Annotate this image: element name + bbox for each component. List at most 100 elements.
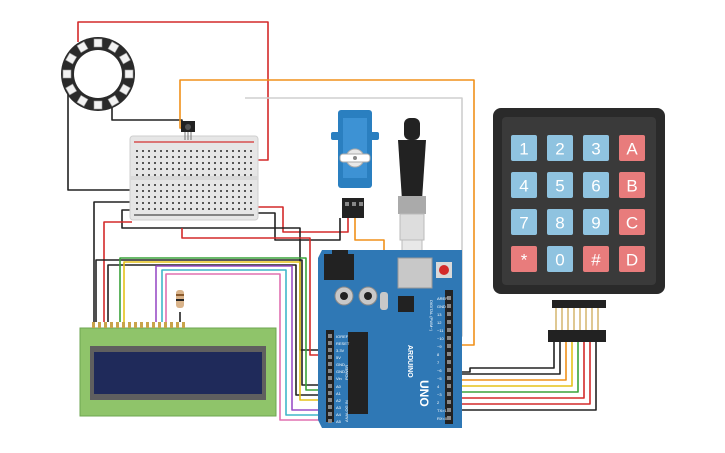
- pin-socket[interactable]: [328, 405, 332, 409]
- pin-socket[interactable]: [328, 398, 332, 402]
- wire-red-neopixel[interactable]: [77, 21, 269, 161]
- pin-socket[interactable]: [328, 412, 332, 416]
- wire-purple-lcd[interactable]: [155, 265, 328, 411]
- wire-green-lcd[interactable]: [119, 257, 328, 391]
- breadboard-hole: [166, 208, 168, 210]
- breadboard-hole: [154, 168, 156, 170]
- pin-socket[interactable]: [447, 376, 451, 380]
- pin-socket[interactable]: [447, 368, 451, 372]
- wire-red-servo[interactable]: [258, 206, 349, 233]
- reset-button[interactable]: [439, 265, 449, 275]
- pin-socket[interactable]: [328, 348, 332, 352]
- breadboard-hole: [178, 174, 180, 176]
- neopixel-ring[interactable]: [61, 37, 135, 111]
- wire-red-5v[interactable]: [181, 228, 328, 356]
- keypad-key-2-1[interactable]: [547, 209, 573, 235]
- wire-red-lcd[interactable]: [103, 221, 132, 322]
- pin-socket[interactable]: [447, 336, 451, 340]
- keypad-key-0-2[interactable]: [583, 135, 609, 161]
- power-header-label: POWER: [344, 365, 349, 380]
- breadboard-hole: [166, 184, 168, 186]
- wire-pink-lcd[interactable]: [165, 273, 328, 421]
- arduino-uno[interactable]: ARDUINO UNO AREFGND1312~11~10~987~6~54~3…: [318, 250, 462, 428]
- wire-red-keypad-1[interactable]: [445, 340, 585, 399]
- servo-motor[interactable]: [331, 110, 379, 218]
- pin-socket[interactable]: [447, 328, 451, 332]
- keypad-key-3-3[interactable]: [619, 246, 645, 272]
- pin-label: 4: [437, 384, 440, 389]
- wire-red-keypad-2[interactable]: [445, 340, 591, 405]
- pin-socket[interactable]: [328, 419, 332, 423]
- breadboard-hole: [226, 174, 228, 176]
- wire-black-neopixel[interactable]: [67, 82, 132, 191]
- pin-label: RX<0: [437, 416, 448, 421]
- keypad-key-1-1[interactable]: [547, 172, 573, 198]
- keypad-key-1-3[interactable]: [619, 172, 645, 198]
- keypad-key-1-2[interactable]: [583, 172, 609, 198]
- breadboard-hole: [214, 208, 216, 210]
- wire-black-gnd[interactable]: [93, 201, 132, 322]
- pin-label: ~9: [437, 344, 442, 349]
- pin-socket[interactable]: [447, 408, 451, 412]
- pin-label: AREF: [437, 296, 448, 301]
- breadboard-hole: [160, 190, 162, 192]
- wire-black-keypad-2[interactable]: [445, 340, 597, 411]
- keypad-key-2-0[interactable]: [511, 209, 537, 235]
- keypad-key-3-1[interactable]: [547, 246, 573, 272]
- wire-black-gnd2[interactable]: [121, 209, 328, 351]
- pin-socket[interactable]: [447, 352, 451, 356]
- breadboard-hole: [142, 162, 144, 164]
- keypad-key-1-0[interactable]: [511, 172, 537, 198]
- pin-socket[interactable]: [447, 392, 451, 396]
- temperature-sensor[interactable]: [181, 121, 195, 140]
- keypad-key-0-3[interactable]: [619, 135, 645, 161]
- breadboard[interactable]: [129, 135, 259, 221]
- breadboard-hole: [190, 196, 192, 198]
- pin-socket[interactable]: [328, 376, 332, 380]
- breadboard-hole: [214, 202, 216, 204]
- wire-cyan-lcd[interactable]: [161, 269, 328, 416]
- pin-socket[interactable]: [447, 400, 451, 404]
- breadboard-hole: [244, 196, 246, 198]
- breadboard-hole: [178, 202, 180, 204]
- pin-socket[interactable]: [447, 312, 451, 316]
- breadboard-hole: [214, 156, 216, 158]
- wire-black-lcd-1[interactable]: [95, 259, 328, 386]
- wire-grey-neopixel-data[interactable]: [111, 100, 183, 132]
- wire-yellow-keypad[interactable]: [445, 340, 573, 387]
- wire-green-keypad[interactable]: [445, 340, 579, 393]
- pin-socket[interactable]: [447, 304, 451, 308]
- pin-socket[interactable]: [328, 341, 332, 345]
- breadboard-hole: [238, 190, 240, 192]
- breadboard-hole: [196, 168, 198, 170]
- pin-socket[interactable]: [328, 391, 332, 395]
- pin-socket[interactable]: [328, 369, 332, 373]
- keypad-key-3-2[interactable]: [583, 246, 609, 272]
- pin-socket[interactable]: [447, 384, 451, 388]
- wire-grey-keypad[interactable]: [445, 340, 561, 375]
- breadboard-hole: [208, 208, 210, 210]
- pin-socket[interactable]: [447, 344, 451, 348]
- lcd-display[interactable]: [79, 290, 277, 417]
- wire-black-lcd-2[interactable]: [107, 264, 328, 396]
- keypad-key-0-0[interactable]: [511, 135, 537, 161]
- wire-yellow-lcd[interactable]: [123, 261, 328, 401]
- pin-socket[interactable]: [328, 355, 332, 359]
- wire-orange-keypad[interactable]: [445, 340, 567, 381]
- pin-socket[interactable]: [328, 334, 332, 338]
- pin-socket[interactable]: [447, 320, 451, 324]
- pin-socket[interactable]: [447, 360, 451, 364]
- usb-cable[interactable]: [398, 118, 426, 263]
- keypad-key-0-1[interactable]: [547, 135, 573, 161]
- pin-socket[interactable]: [328, 384, 332, 388]
- keypad-key-2-3[interactable]: [619, 209, 645, 235]
- pin-socket[interactable]: [328, 362, 332, 366]
- pin-socket[interactable]: [447, 416, 451, 420]
- keypad-key-3-0[interactable]: [511, 246, 537, 272]
- wire-black-servo[interactable]: [255, 212, 341, 241]
- keypad-key-2-2[interactable]: [583, 209, 609, 235]
- pin-socket[interactable]: [447, 296, 451, 300]
